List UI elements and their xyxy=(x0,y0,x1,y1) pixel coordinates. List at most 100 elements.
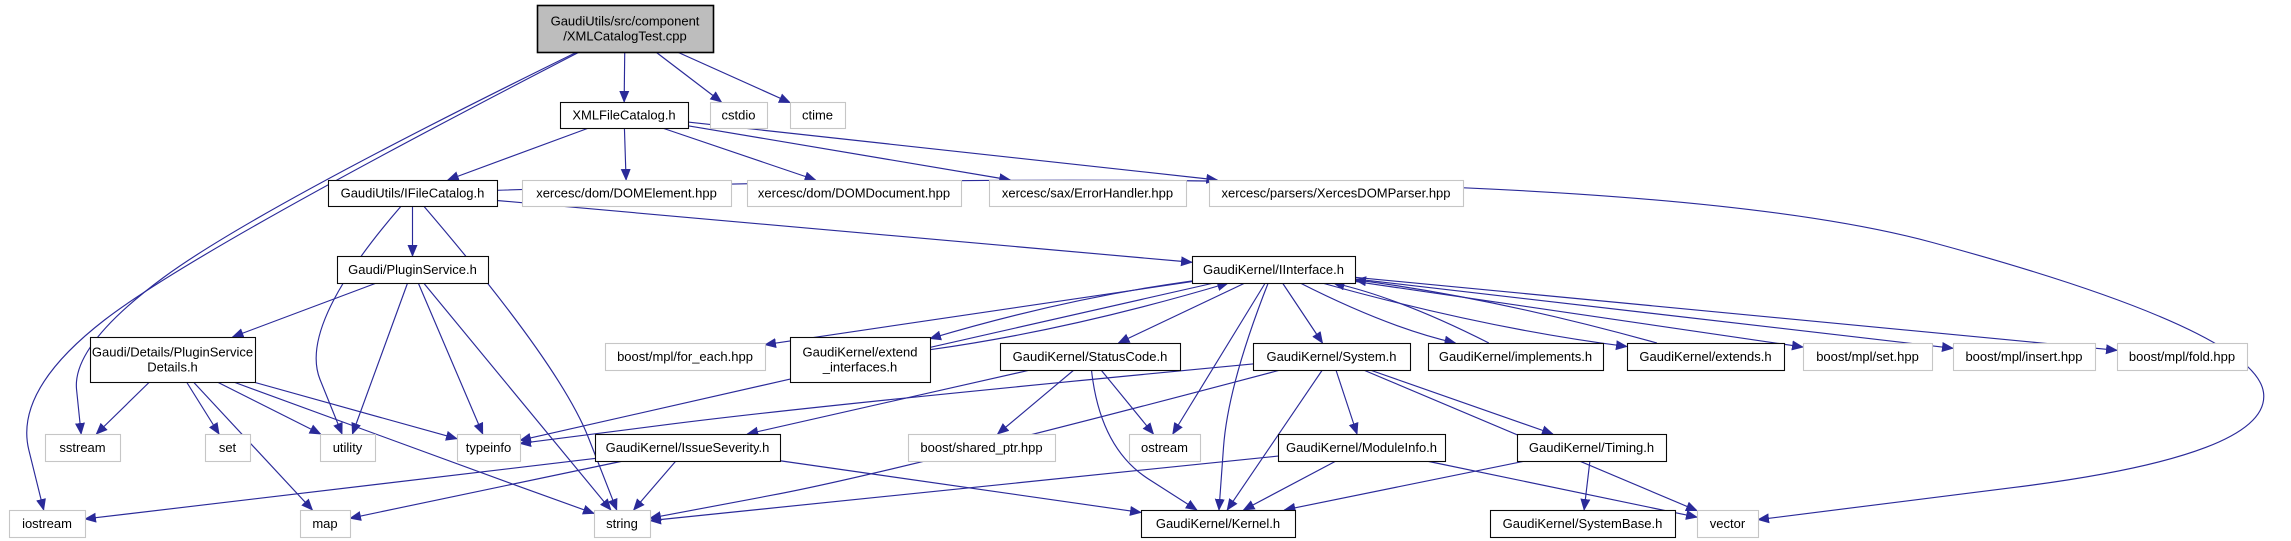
edge-xmlfilecatalog-domelement xyxy=(620,127,631,181)
node-iinterface[interactable]: GaudiKernel/IInterface.h xyxy=(1191,255,1357,285)
node-label: /XMLCatalogTest.cpp xyxy=(563,29,687,44)
edge-system-typeinfo xyxy=(519,363,1254,448)
node-label: GaudiKernel/Kernel.h xyxy=(1156,516,1280,531)
node-map: map xyxy=(299,509,352,539)
edge-pluginservice-details xyxy=(231,282,377,338)
edge-moduleinfo-vector xyxy=(1426,460,1698,520)
node-ostream: ostream xyxy=(1128,433,1202,463)
node-shared_ptr: boost/shared_ptr.hpp xyxy=(907,433,1057,463)
node-set: set xyxy=(204,433,252,463)
node-label: XMLFileCatalog.h xyxy=(572,108,675,123)
node-system[interactable]: GaudiKernel/System.h xyxy=(1252,342,1412,372)
edge-cpp-ctime xyxy=(677,51,791,104)
node-ctime: ctime xyxy=(789,101,847,130)
node-implements[interactable]: GaudiKernel/implements.h xyxy=(1427,342,1605,372)
node-label: GaudiKernel/IInterface.h xyxy=(1203,262,1344,277)
edge-issueseverity-iostream xyxy=(84,457,596,523)
edge-statuscode-kernel xyxy=(1090,369,1198,511)
edge-implements-iinterface xyxy=(1332,280,1490,344)
node-xercesdomparser: xercesc/parsers/XercesDOMParser.hpp xyxy=(1208,179,1465,208)
node-utility: utility xyxy=(319,433,377,463)
node-iostream: iostream xyxy=(8,509,87,539)
node-insert_hpp: boost/mpl/insert.hpp xyxy=(1952,342,2097,372)
node-label: boost/mpl/for_each.hpp xyxy=(617,349,753,364)
edge-extend_interfaces-iinterface xyxy=(929,281,1230,351)
edge-iinterface-fold_hpp xyxy=(1354,276,2118,355)
node-extends[interactable]: GaudiKernel/extends.h xyxy=(1626,342,1786,372)
node-label: ostream xyxy=(1141,440,1188,455)
node-timing[interactable]: GaudiKernel/Timing.h xyxy=(1516,433,1668,463)
edge-moduleinfo-kernel xyxy=(1242,460,1337,511)
node-label: GaudiKernel/IssueSeverity.h xyxy=(606,440,770,455)
edge-timing-kernel xyxy=(1283,460,1526,513)
node-sstream: sstream xyxy=(44,433,122,463)
edge-xmlfilecatalog-errorhandler xyxy=(687,125,1012,184)
node-label: vector xyxy=(1710,516,1746,531)
node-issueseverity[interactable]: GaudiKernel/IssueSeverity.h xyxy=(594,433,782,463)
node-systembase[interactable]: GaudiKernel/SystemBase.h xyxy=(1489,509,1677,539)
node-fold_hpp: boost/mpl/fold.hpp xyxy=(2116,342,2249,372)
node-label: map xyxy=(312,516,337,531)
node-label: GaudiUtils/src/component xyxy=(551,14,700,29)
node-string: string xyxy=(593,509,652,539)
node-moduleinfo[interactable]: GaudiKernel/ModuleInfo.h xyxy=(1277,433,1447,463)
node-extend_interfaces[interactable]: GaudiKernel/extend_interfaces.h xyxy=(789,336,932,384)
node-label: GaudiUtils/IFileCatalog.h xyxy=(341,186,485,201)
node-label: xercesc/dom/DOMElement.hpp xyxy=(536,186,717,201)
node-label: GaudiKernel/extend xyxy=(803,345,918,360)
node-label: xercesc/parsers/XercesDOMParser.hpp xyxy=(1221,186,1450,201)
edge-details-string xyxy=(233,381,595,515)
edge-cpp-iostream xyxy=(26,51,580,511)
edge-ifilecatalog-iinterface xyxy=(496,199,1193,267)
node-label: xercesc/dom/DOMDocument.hpp xyxy=(758,186,950,201)
edge-moduleinfo-string xyxy=(649,455,1279,525)
node-label: xercesc/sax/ErrorHandler.hpp xyxy=(1002,186,1173,201)
node-errorhandler: xercesc/sax/ErrorHandler.hpp xyxy=(988,179,1188,208)
edge-iinterface-ostream xyxy=(1172,282,1266,435)
node-pluginservice[interactable]: Gaudi/PluginService.h xyxy=(336,255,490,285)
node-label: GaudiKernel/StatusCode.h xyxy=(1013,349,1168,364)
edge-statuscode-ostream xyxy=(1100,369,1155,435)
edge-system-kernel xyxy=(1226,369,1323,511)
edge-xmlfilecatalog-domdocument xyxy=(662,127,817,182)
node-label: boost/mpl/insert.hpp xyxy=(1965,349,2082,364)
edge-details-set xyxy=(186,381,220,435)
node-label: GaudiKernel/SystemBase.h xyxy=(1503,516,1663,531)
edge-cpp-cstdio xyxy=(655,51,723,103)
edge-cpp-sstream xyxy=(75,51,578,435)
edge-issueseverity-string xyxy=(632,460,677,511)
node-label: boost/shared_ptr.hpp xyxy=(920,440,1042,455)
edge-ifilecatalog-string xyxy=(423,205,618,511)
edge-xmlfilecatalog-ifilecatalog xyxy=(446,127,589,181)
edge-iinterface-kernel xyxy=(1214,282,1269,511)
node-kernel[interactable]: GaudiKernel/Kernel.h xyxy=(1140,509,1297,539)
edge-issueseverity-kernel xyxy=(779,460,1142,516)
edge-iinterface-set_hpp xyxy=(1354,280,1804,351)
edge-timing-systembase xyxy=(1580,460,1591,511)
node-label: GaudiKernel/System.h xyxy=(1266,349,1396,364)
node-label: GaudiKernel/implements.h xyxy=(1439,349,1592,364)
node-xmlfilecatalog[interactable]: XMLFileCatalog.h xyxy=(559,101,690,130)
node-cpp[interactable]: GaudiUtils/src/component/XMLCatalogTest.… xyxy=(536,4,715,54)
node-typeinfo: typeinfo xyxy=(456,433,522,463)
node-statuscode[interactable]: GaudiKernel/StatusCode.h xyxy=(999,342,1182,372)
node-label: utility xyxy=(333,440,363,455)
edge-statuscode-shared_ptr xyxy=(996,369,1075,435)
edge-system-moduleinfo xyxy=(1335,369,1359,435)
node-vector: vector xyxy=(1696,509,1760,539)
node-label: cstdio xyxy=(722,108,756,123)
edge-iinterface-extend_interfaces xyxy=(929,280,1193,341)
node-label: GaudiKernel/ModuleInfo.h xyxy=(1286,440,1437,455)
node-set_hpp: boost/mpl/set.hpp xyxy=(1802,342,1934,372)
edge-issueseverity-map xyxy=(349,460,624,521)
edge-iinterface-insert_hpp xyxy=(1354,278,1954,352)
edge-details-sstream xyxy=(95,381,150,435)
node-label: set xyxy=(219,440,237,455)
node-label: Details.h xyxy=(147,360,198,375)
node-ifilecatalog[interactable]: GaudiUtils/IFileCatalog.h xyxy=(327,179,499,208)
edge-iinterface-extends xyxy=(1321,282,1628,351)
edge-statuscode-issueseverity xyxy=(746,369,1031,437)
edge-iinterface-statuscode xyxy=(1117,282,1246,344)
